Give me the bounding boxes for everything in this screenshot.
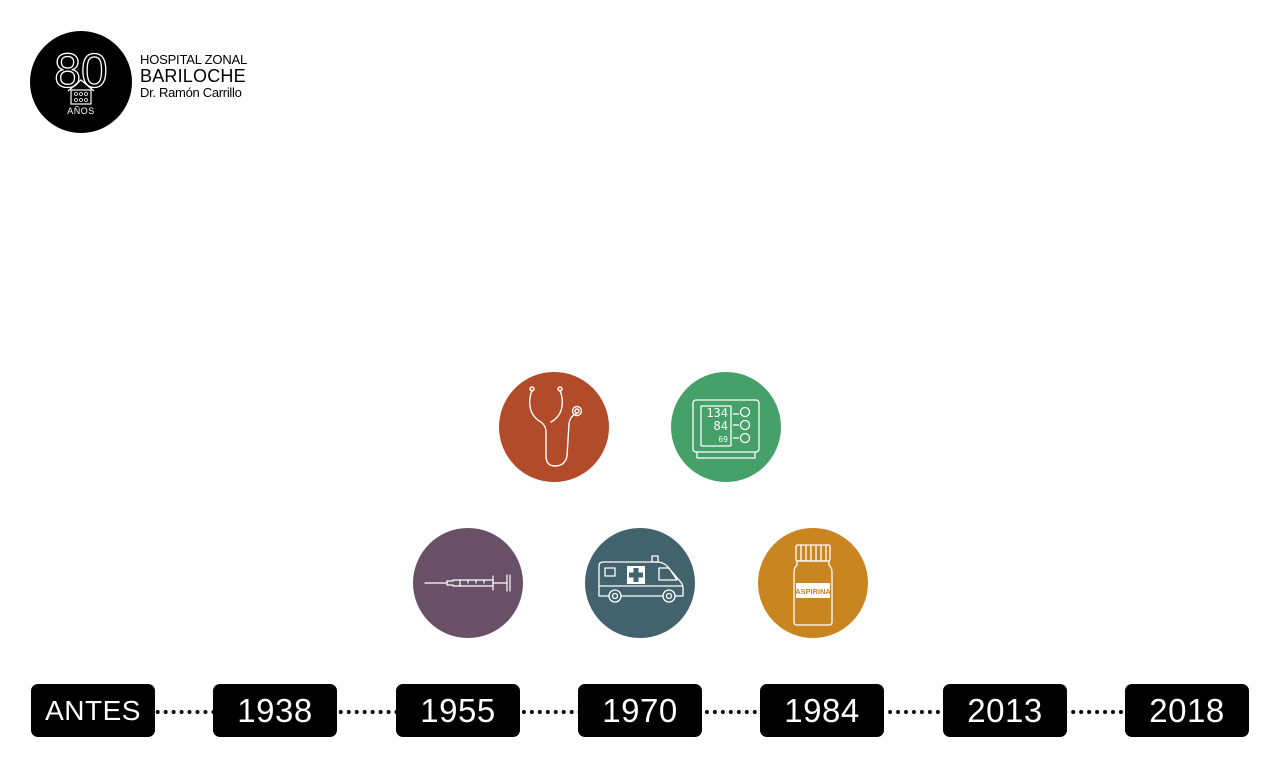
building-icon: 80 — [54, 44, 108, 105]
hospital-logo: 80 AÑOS HOSPITAL ZONAL BARILOCHE Dr. Ram… — [30, 31, 290, 133]
stethoscope-icon — [529, 386, 583, 467]
timeline-2013-button[interactable]: 2013 — [943, 684, 1067, 737]
blood-pressure-circle[interactable]: 134 84 69 — [671, 372, 781, 482]
svg-text:69: 69 — [718, 435, 728, 444]
svg-text:134: 134 — [706, 406, 728, 420]
svg-text:ASPIRINA: ASPIRINA — [795, 587, 831, 596]
timeline-2018-button[interactable]: 2018 — [1125, 684, 1249, 737]
timeline-1955-button[interactable]: 1955 — [396, 684, 520, 737]
timeline-1970-button[interactable]: 1970 — [578, 684, 702, 737]
stethoscope-circle[interactable] — [499, 372, 609, 482]
timeline-antes-button[interactable]: ANTES — [31, 684, 155, 737]
syringe-circle[interactable] — [413, 528, 523, 638]
logo-line-bariloche: BARILOCHE — [140, 66, 246, 86]
pill-bottle-circle[interactable]: ASPIRINA — [758, 528, 868, 638]
blood-pressure-monitor-icon: 134 84 69 — [692, 399, 760, 459]
ambulance-circle[interactable] — [585, 528, 695, 638]
timeline-1938-button[interactable]: 1938 — [213, 684, 337, 737]
logo-line-hospital-zonal: HOSPITAL ZONAL — [140, 52, 248, 67]
timeline-1984-button[interactable]: 1984 — [760, 684, 884, 737]
logo-anos-label: AÑOS — [67, 106, 95, 116]
logo-line-ramon-carrillo: Dr. Ramón Carrillo — [140, 85, 242, 100]
pill-bottle-icon: ASPIRINA — [793, 544, 833, 626]
syringe-icon — [424, 574, 511, 592]
ambulance-icon — [598, 555, 684, 603]
logo-wordmark: HOSPITAL ZONAL BARILOCHE Dr. Ramón Carri… — [140, 52, 247, 101]
logo-badge: 80 AÑOS — [30, 31, 132, 133]
svg-text:84: 84 — [714, 419, 728, 433]
